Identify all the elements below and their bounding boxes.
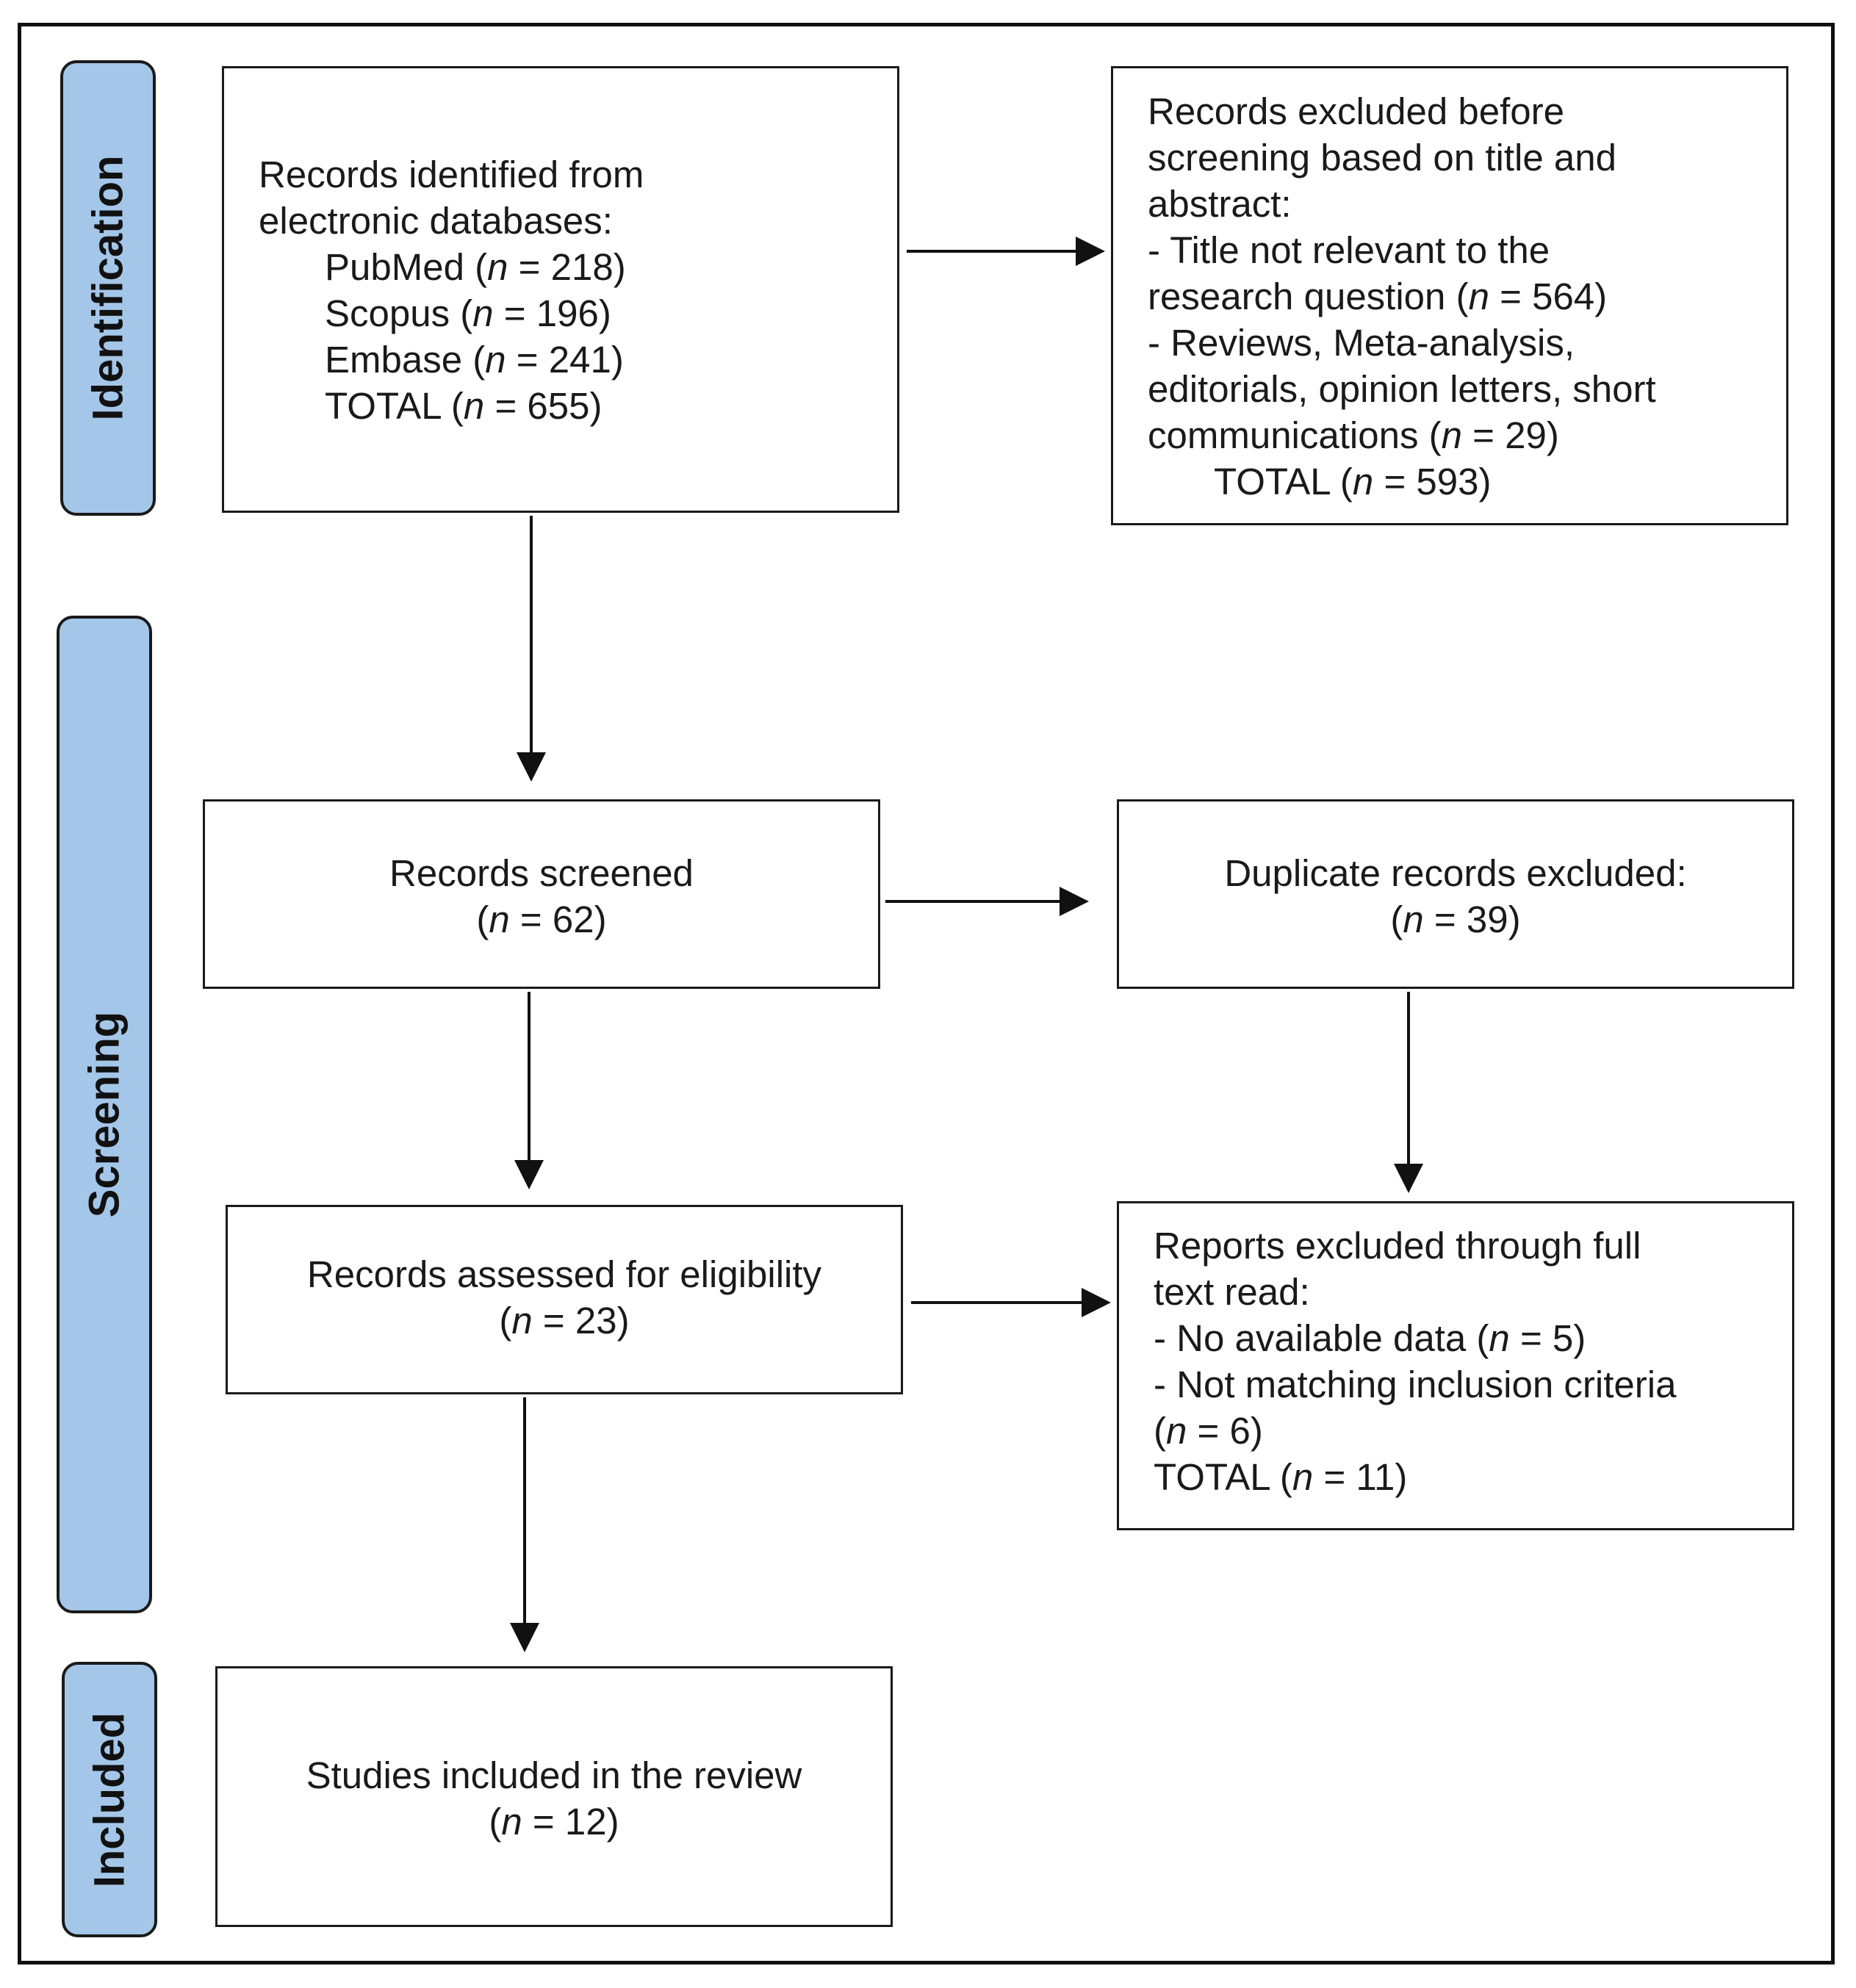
records-identified-text: Records identified from electronic datab… xyxy=(259,151,644,429)
excluded-before-item-1: - Title not relevant to the xyxy=(1148,229,1550,271)
duplicates-excluded-box: Duplicate records excluded: (n = 39) xyxy=(1117,799,1794,989)
excluded-before-line-1: Records excluded before xyxy=(1148,90,1565,132)
eligibility-text: Records assessed for eligibility (n = 23… xyxy=(228,1251,901,1344)
stage-included: Included xyxy=(62,1662,157,1937)
duplicates-label: Duplicate records excluded: xyxy=(1224,852,1687,894)
figure-frame xyxy=(18,23,1835,1964)
excluded-before-item-1-count: research question (n = 564) xyxy=(1148,275,1608,317)
pubmed-count: PubMed (n = 218) xyxy=(325,246,626,288)
reports-excluded-line-1: Reports excluded through full xyxy=(1154,1225,1641,1267)
reports-excluded-item-2: - Not matching inclusion criteria xyxy=(1154,1364,1677,1405)
excluded-before-line-3: abstract: xyxy=(1148,183,1292,225)
records-screened-text: Records screened (n = 62) xyxy=(205,850,878,943)
eligibility-box: Records assessed for eligibility (n = 23… xyxy=(226,1205,903,1394)
reports-excluded-item-1: - No available data (n = 5) xyxy=(1154,1317,1586,1359)
duplicates-count: (n = 39) xyxy=(1390,898,1521,940)
eligibility-label: Records assessed for eligibility xyxy=(306,1253,822,1295)
studies-included-box: Studies included in the review (n = 12) xyxy=(215,1666,893,1927)
excluded-before-item-2-line-2: editorials, opinion letters, short xyxy=(1148,368,1656,410)
reports-excluded-box: Reports excluded through full text read:… xyxy=(1117,1201,1794,1530)
records-excluded-before-box: Records excluded before screening based … xyxy=(1111,66,1788,525)
excluded-before-item-2: - Reviews, Meta-analysis, xyxy=(1148,322,1575,364)
excluded-before-line-2: screening based on title and xyxy=(1148,137,1616,179)
reports-excluded-line-2: text read: xyxy=(1154,1271,1310,1313)
included-count: (n = 12) xyxy=(489,1801,619,1843)
reports-excluded-item-2-count: (n = 6) xyxy=(1154,1410,1263,1452)
screened-label: Records screened xyxy=(389,852,694,894)
included-label: Studies included in the review xyxy=(306,1754,802,1796)
embase-count: Embase (n = 241) xyxy=(325,339,624,381)
identified-total: TOTAL (n = 655) xyxy=(325,385,603,427)
screened-count: (n = 62) xyxy=(476,898,607,940)
eligibility-count: (n = 23) xyxy=(499,1300,630,1341)
records-screened-box: Records screened (n = 62) xyxy=(203,799,880,989)
stage-screening: Screening xyxy=(57,616,152,1613)
stage-identification: Identification xyxy=(60,60,156,516)
records-identified-box: Records identified from electronic datab… xyxy=(222,66,899,513)
reports-excluded-total: TOTAL (n = 11) xyxy=(1154,1456,1408,1498)
records-excluded-before-text: Records excluded before screening based … xyxy=(1148,88,1656,505)
excluded-before-item-2-count: communications (n = 29) xyxy=(1148,414,1559,456)
duplicates-excluded-text: Duplicate records excluded: (n = 39) xyxy=(1119,850,1792,943)
scopus-count: Scopus (n = 196) xyxy=(325,292,611,334)
identified-heading-2: electronic databases: xyxy=(259,200,613,242)
excluded-before-total: TOTAL (n = 593) xyxy=(1214,461,1492,503)
studies-included-text: Studies included in the review (n = 12) xyxy=(217,1752,891,1845)
identified-heading-1: Records identified from xyxy=(259,154,644,195)
reports-excluded-text: Reports excluded through full text read:… xyxy=(1154,1222,1676,1500)
